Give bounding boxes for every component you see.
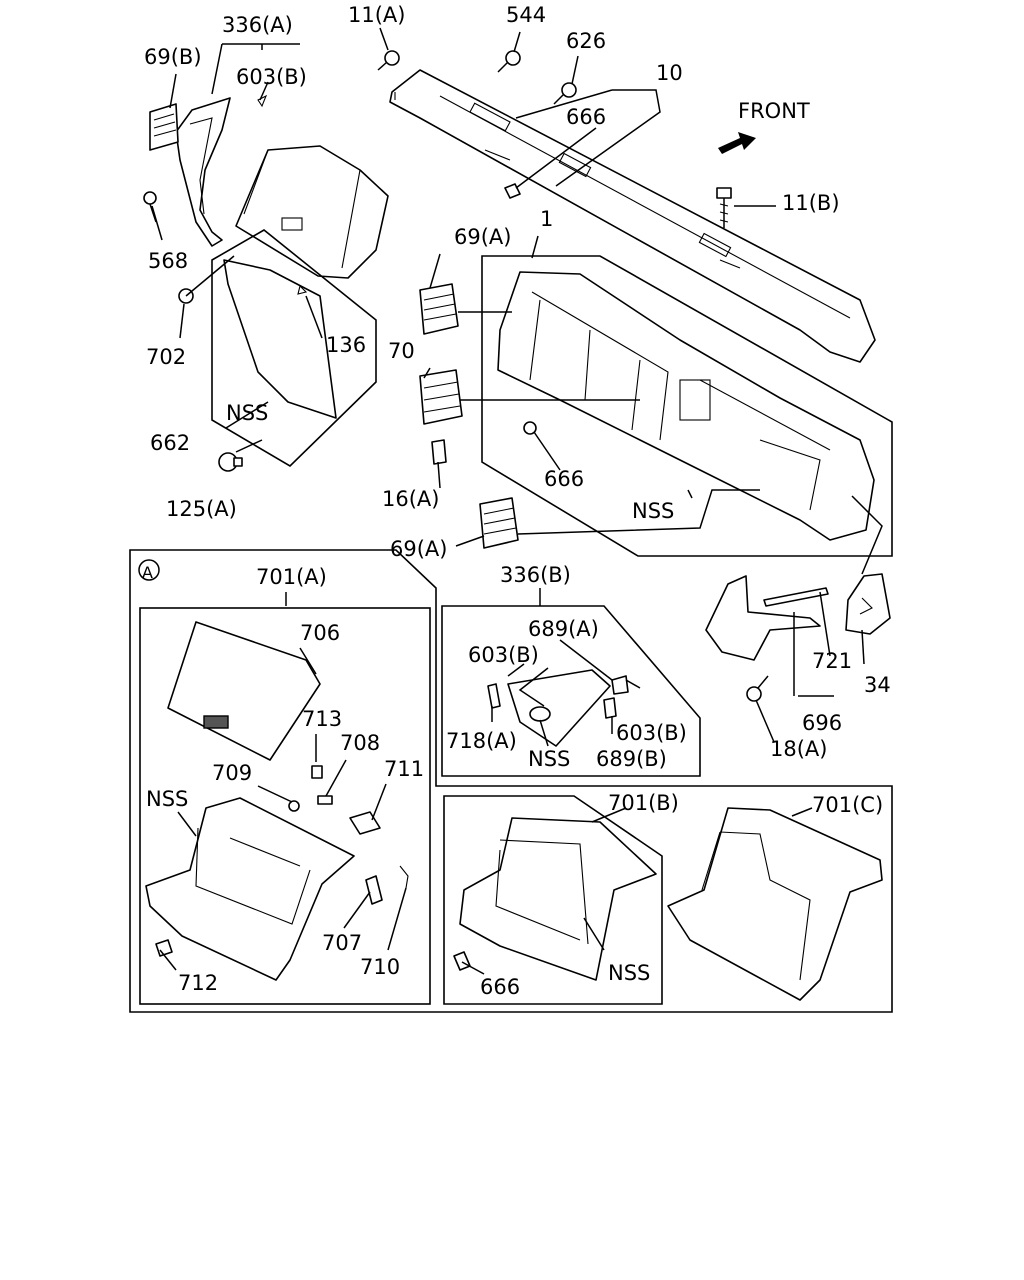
label-709: 709 — [212, 761, 252, 785]
label-10: 10 — [656, 61, 683, 85]
part-clip-603b-top — [257, 94, 268, 108]
part-side-bracket-336a — [175, 97, 231, 247]
front-arrow-icon — [718, 132, 756, 154]
part-clip-125a — [218, 452, 243, 472]
label-701a: 701(A) — [256, 565, 327, 589]
label-666-mid: 666 — [544, 467, 584, 491]
label-nss-a: NSS — [146, 787, 188, 811]
label-711: 711 — [384, 757, 424, 781]
part-vent-69a-upper — [419, 283, 459, 335]
label-69a-upper: 69(A) — [454, 225, 511, 249]
part-strip-721 — [763, 587, 829, 607]
label-689a: 689(A) — [528, 617, 599, 641]
label-69a-lower: 69(A) — [390, 537, 447, 561]
label-1: 1 — [540, 207, 553, 231]
label-69b: 69(B) — [144, 45, 202, 69]
part-bolt-11b — [716, 187, 732, 228]
label-18a: 18(A) — [770, 737, 827, 761]
label-718a: 718(A) — [446, 729, 517, 753]
label-701b: 701(B) — [608, 791, 679, 815]
part-main-dashboard-1 — [481, 255, 893, 557]
label-568: 568 — [148, 249, 188, 273]
label-666-bot: 666 — [480, 975, 520, 999]
label-696: 696 — [802, 711, 842, 735]
label-603b-right: 603(B) — [616, 721, 687, 745]
part-vent-70 — [419, 369, 463, 425]
subassembly-336b — [441, 605, 701, 777]
label-721: 721 — [812, 649, 852, 673]
label-662: 662 — [150, 431, 190, 455]
part-cover-34 — [845, 573, 891, 635]
leader-lines — [151, 27, 883, 975]
label-689b: 689(B) — [596, 747, 667, 771]
part-top-dashboard-panel — [389, 69, 876, 363]
label-336b: 336(B) — [500, 563, 571, 587]
label-336a: 336(A) — [222, 13, 293, 37]
front-indicator: FRONT — [718, 99, 810, 154]
part-screw-626 — [553, 82, 577, 105]
label-701c: 701(C) — [812, 793, 883, 817]
label-125a: 125(A) — [166, 497, 237, 521]
subassembly-701c — [667, 807, 883, 1001]
subassembly-701b — [443, 795, 663, 1005]
label-70: 70 — [388, 339, 415, 363]
part-clip-136 — [297, 284, 308, 295]
label-34: 34 — [864, 673, 891, 697]
part-screw-18a — [746, 675, 769, 702]
label-702: 702 — [146, 345, 186, 369]
label-nss-c: NSS — [608, 961, 650, 985]
part-vent-69a-lower — [479, 497, 519, 549]
label-708: 708 — [340, 731, 380, 755]
label-707: 707 — [322, 931, 362, 955]
label-136: 136 — [326, 333, 366, 357]
callout-box-a: A — [129, 549, 893, 1013]
label-666-top: 666 — [566, 105, 606, 129]
label-16a: 16(A) — [382, 487, 439, 511]
label-713: 713 — [302, 707, 342, 731]
label-603b-top: 603(B) — [236, 65, 307, 89]
label-712: 712 — [178, 971, 218, 995]
part-labels: 336(A) 69(B) 603(B) 11(A) 544 626 10 666… — [144, 3, 891, 999]
label-nss-b: NSS — [528, 747, 570, 771]
part-glove-box-top — [235, 145, 389, 279]
part-vent-69b — [149, 103, 179, 151]
label-706: 706 — [300, 621, 340, 645]
subassembly-701a — [139, 607, 431, 1005]
label-710: 710 — [360, 955, 400, 979]
label-544: 544 — [506, 3, 546, 27]
front-label: FRONT — [738, 99, 810, 123]
part-screw-11a — [377, 50, 400, 71]
label-626: 626 — [566, 29, 606, 53]
part-side-panel-696 — [705, 575, 821, 661]
label-11a: 11(A) — [348, 3, 405, 27]
part-screw-568 — [143, 191, 157, 223]
label-nss-mid: NSS — [632, 499, 674, 523]
part-screw-544 — [497, 50, 521, 73]
label-nss-top: NSS — [226, 401, 268, 425]
label-603b-left: 603(B) — [468, 643, 539, 667]
callout-a-marker: A — [142, 563, 153, 582]
part-clip-16a — [431, 439, 447, 465]
label-11b: 11(B) — [782, 191, 840, 215]
part-clip-666-mid — [523, 421, 537, 435]
